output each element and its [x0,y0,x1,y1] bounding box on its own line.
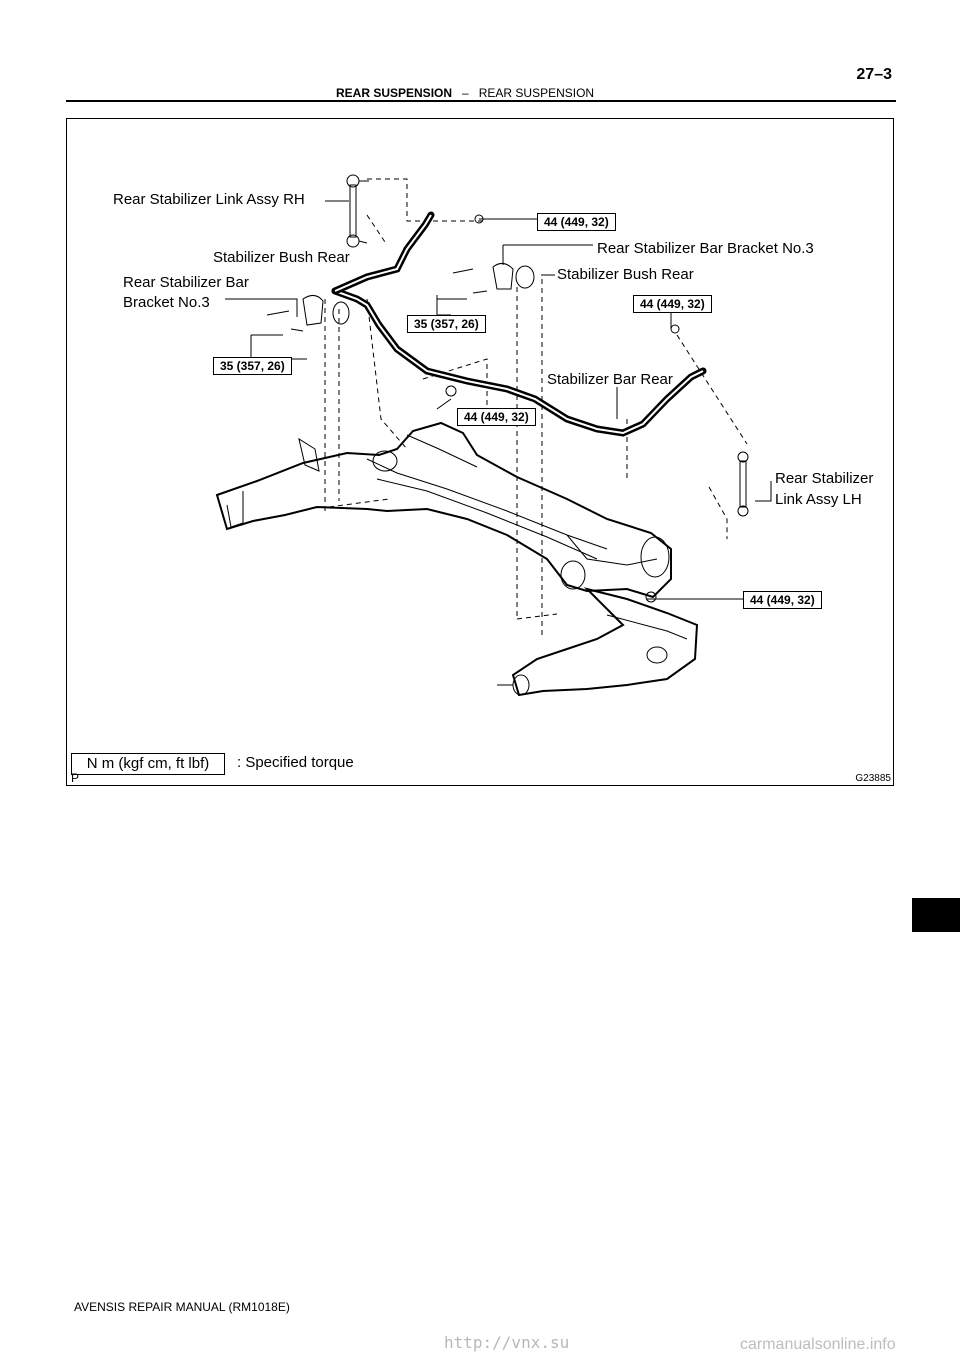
page-number: 27–3 [856,66,892,83]
watermark-link[interactable]: http://vnx.su [444,1333,570,1352]
label-link-rh: Rear Stabilizer Link Assy RH [113,191,305,208]
torque-right-lower: 44 (449, 32) [743,591,822,609]
torque-bracket-left: 35 (357, 26) [213,357,292,375]
label-link-lh-2: Link Assy LH [775,491,862,508]
header-separator: – [462,86,469,100]
section-title-bold: REAR SUSPENSION [336,86,453,100]
torque-right-upper: 44 (449, 32) [633,295,712,313]
exploded-view-figure: Rear Stabilizer Link Assy RH Stabilizer … [66,118,894,786]
label-link-lh-1: Rear Stabilizer [775,470,874,487]
label-bracket-left-1: Rear Stabilizer Bar [123,274,249,291]
corner-letter: P [71,771,80,785]
section-title: REAR SUSPENSION [478,86,595,100]
label-stabilizer-bar: Stabilizer Bar Rear [547,371,673,388]
label-bracket-right: Rear Stabilizer Bar Bracket No.3 [597,240,814,257]
section-header: REAR SUSPENSION–REAR SUSPENSION [336,86,594,100]
suspension-illustration [215,174,772,697]
torque-top: 44 (449, 32) [537,213,616,231]
figure-id: G23885 [855,773,891,784]
torque-center: 44 (449, 32) [457,408,536,426]
torque-unit-legend: N m (kgf cm, ft lbf) [71,753,225,775]
section-tab-marker [912,898,960,932]
label-bracket-left-2: Bracket No.3 [123,294,210,311]
label-bush-left: Stabilizer Bush Rear [213,249,350,266]
manual-footer: AVENSIS REPAIR MANUAL (RM1018E) [74,1300,290,1314]
header-rule [66,100,896,102]
label-bush-right: Stabilizer Bush Rear [557,266,694,283]
watermark-site: carmanualsonline.info [740,1336,896,1353]
torque-legend-description: : Specified torque [237,754,354,771]
torque-bracket-right: 35 (357, 26) [407,315,486,333]
